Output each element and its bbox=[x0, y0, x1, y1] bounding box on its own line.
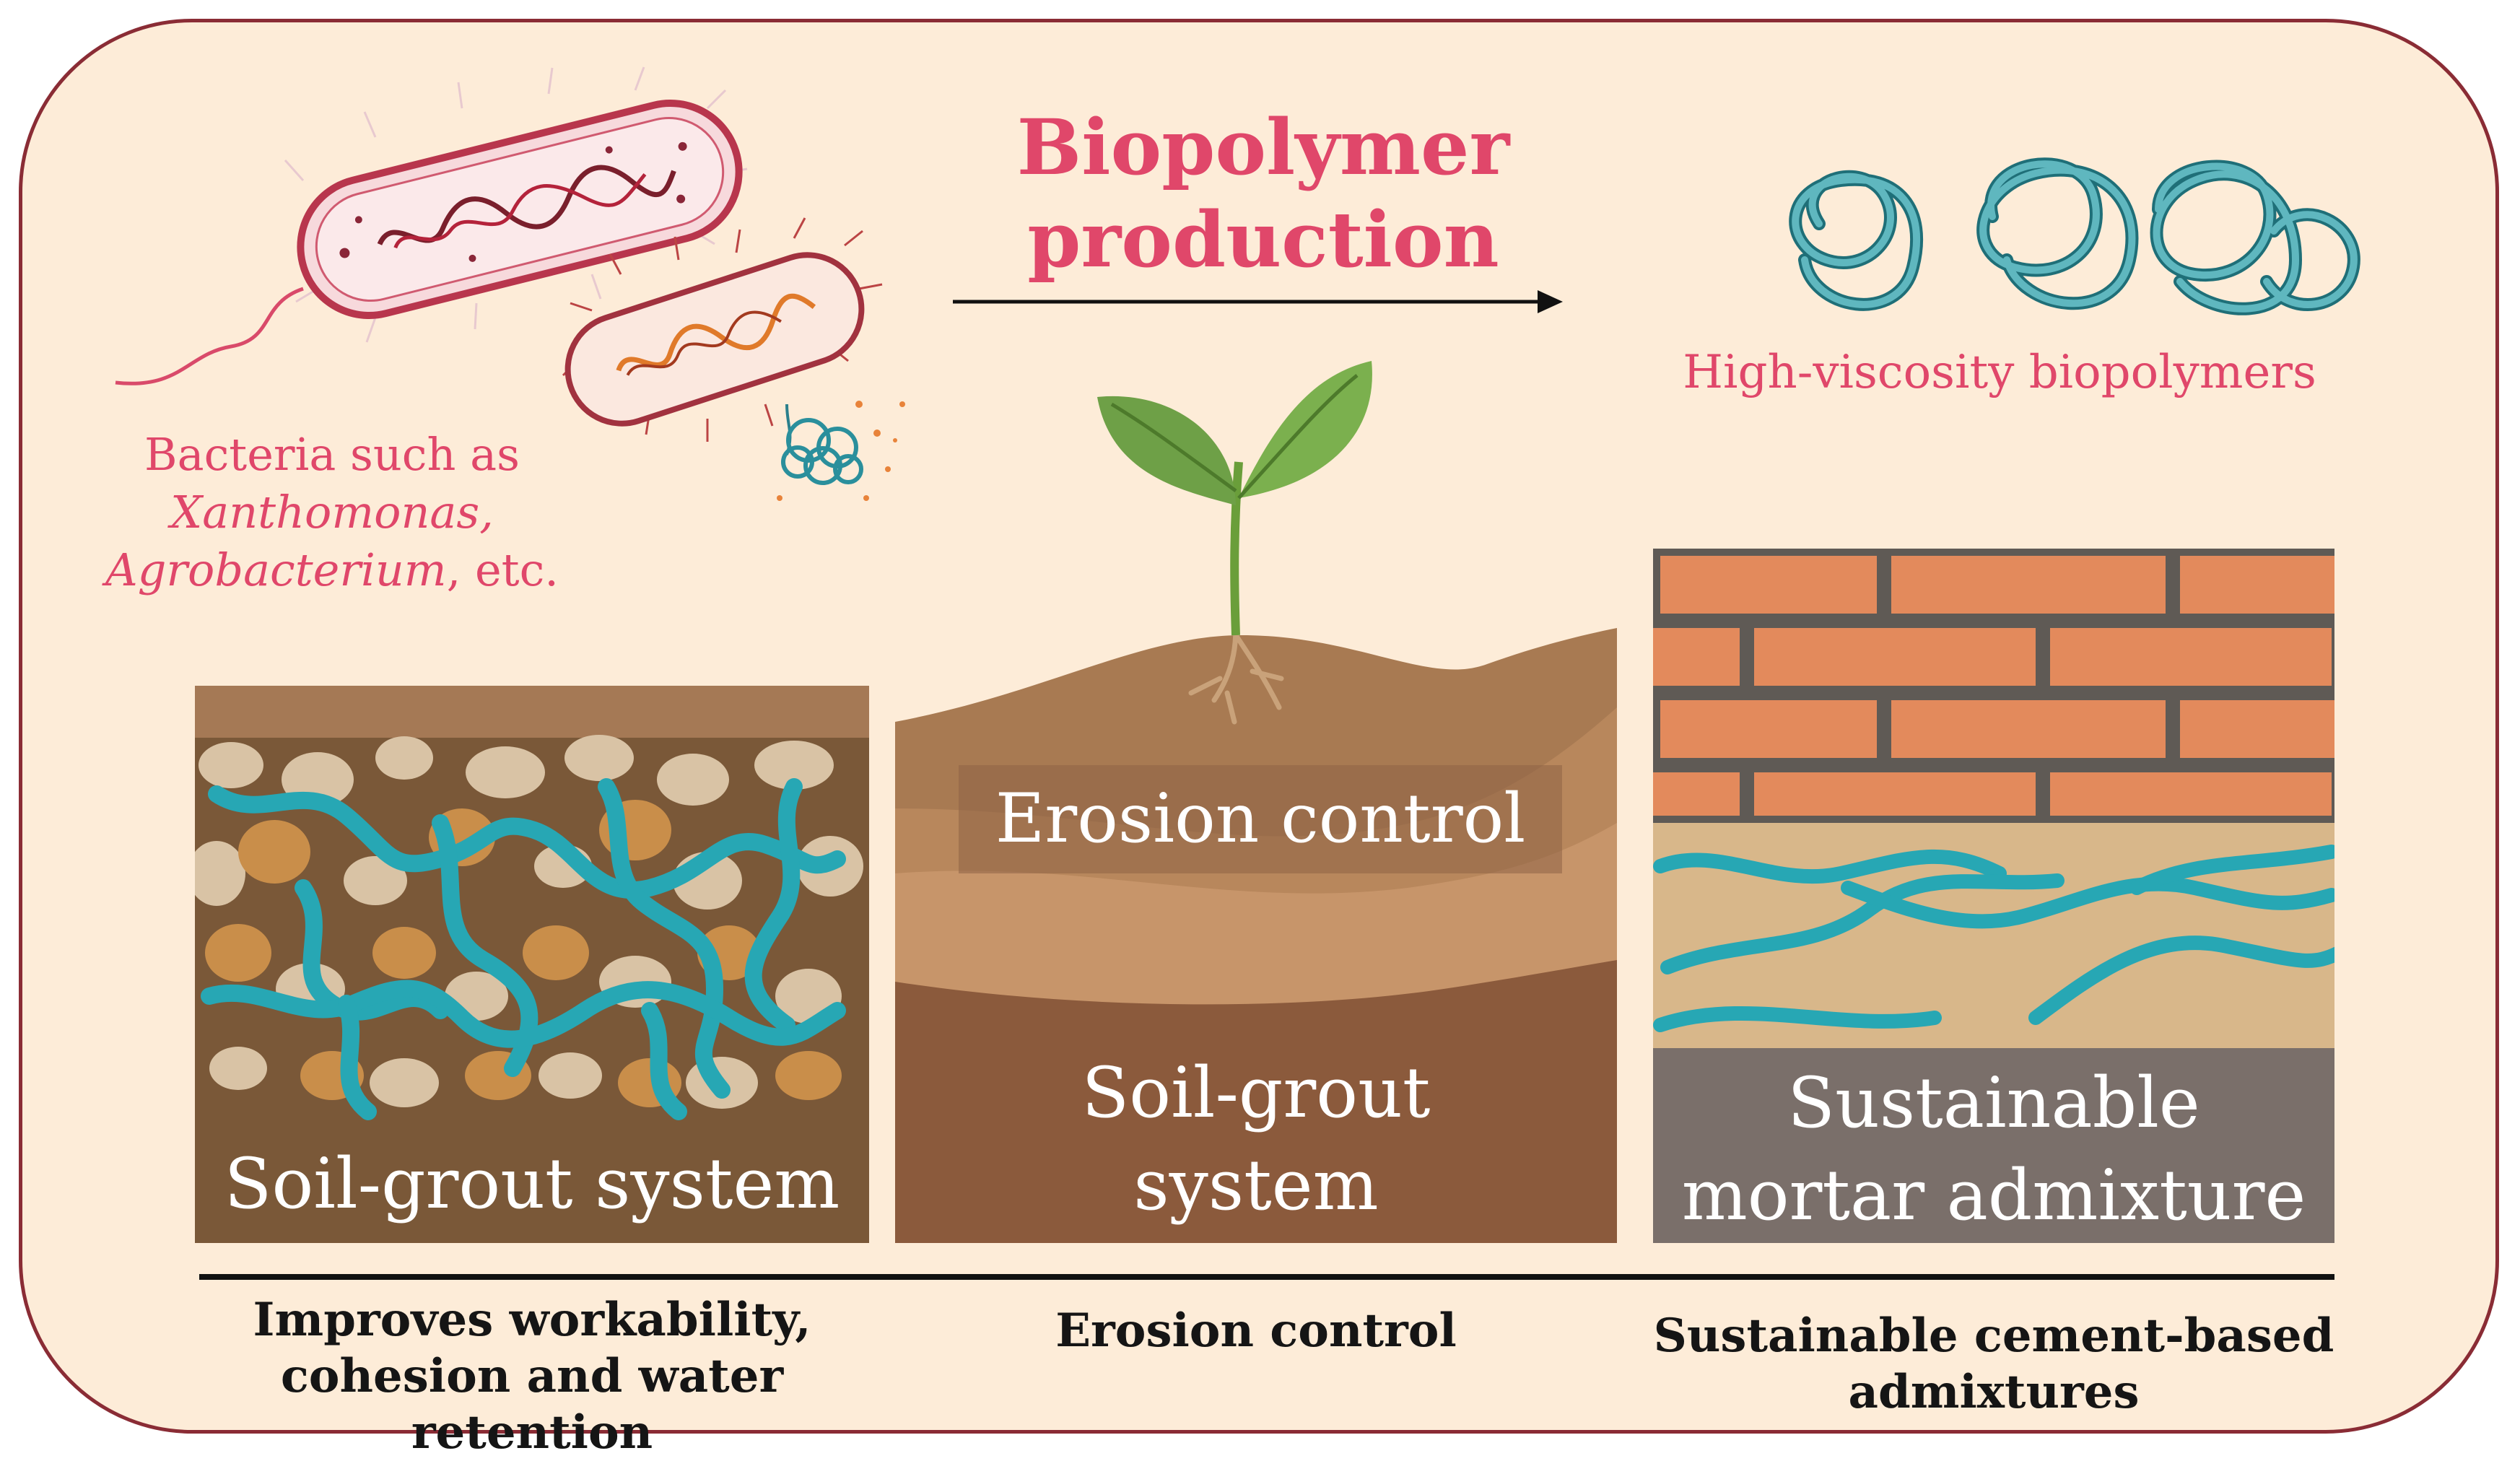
seedling-icon bbox=[1097, 361, 1372, 636]
bacteria-label: Bacteria such as Xanthomonas, Agrobacter… bbox=[105, 428, 559, 596]
high-viscosity-label: High-viscosity biopolymers bbox=[1683, 346, 2316, 399]
mortar-label-band bbox=[1653, 1048, 2334, 1243]
mortar-admixture-label: Sustainable mortar admixture bbox=[1681, 1063, 2306, 1236]
soil-grout-label-middle: Soil-grout system bbox=[1081, 1052, 1431, 1226]
plant-roots-icon bbox=[1188, 625, 1284, 725]
brick-wall-icon bbox=[1653, 556, 2334, 816]
erosion-control-overlay: Erosion control bbox=[995, 780, 1526, 858]
secreted-biopolymer-icon bbox=[781, 418, 863, 485]
erosion-control-illustration bbox=[895, 361, 1617, 1243]
caption-erosion: Erosion control bbox=[1055, 1304, 1457, 1358]
biopolymer-cluster-icon bbox=[1789, 157, 2360, 315]
soil-grout-illustration bbox=[195, 686, 869, 1243]
process-title: Biopolymer production bbox=[1016, 102, 1510, 284]
soil-grout-label: Soil-grout system bbox=[224, 1143, 840, 1224]
caption-cement: Sustainable cement-based admixtures bbox=[1653, 1309, 2334, 1419]
mortar-illustration bbox=[1653, 549, 2334, 1054]
bacterium-small-icon bbox=[562, 217, 905, 501]
process-arrow bbox=[953, 290, 1563, 313]
caption-workability: Improves workability, cohesion and water… bbox=[253, 1293, 811, 1460]
bacterium-large-icon bbox=[115, 66, 748, 385]
